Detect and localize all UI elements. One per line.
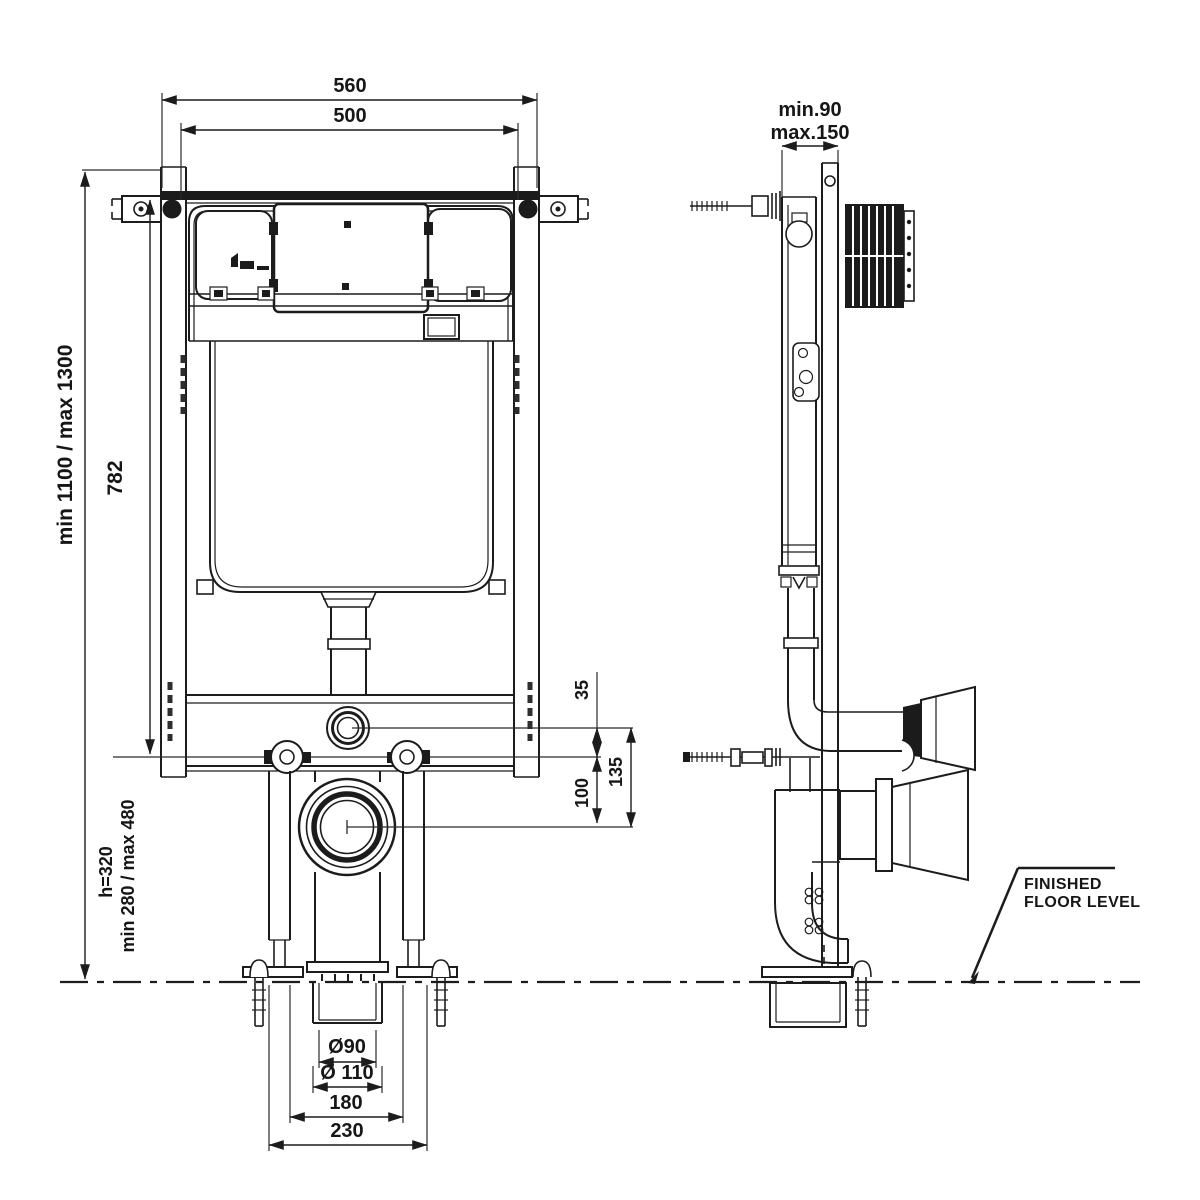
- front-view: 560 500 min 1100 / max 1300 782 h=320 mi…: [54, 75, 636, 1151]
- fixing-bolt-icon: [518, 199, 538, 219]
- access-panel: [272, 202, 430, 314]
- dim-label-min90: min.90: [778, 99, 841, 121]
- frame-leg-left: [268, 771, 291, 967]
- dim-outlet-height: h=320 min 280 / max 480: [96, 799, 138, 952]
- soil-pipe-down: [306, 872, 389, 1024]
- dim-label-h320: h=320: [96, 846, 116, 898]
- cistern-tank: [196, 341, 506, 595]
- dim-outlet-dia-90: Ø90: [318, 1030, 377, 1068]
- panel-clip: [424, 222, 433, 235]
- dim-label-height-range: min 1100 / max 1300: [54, 345, 77, 546]
- flange-bolt: [209, 286, 228, 301]
- dim-label-500: 500: [333, 105, 366, 127]
- flange-bolt: [466, 286, 485, 301]
- dim-label-135: 135: [606, 757, 626, 787]
- flush-pipe: [319, 591, 378, 695]
- adjustment-bolts: [804, 887, 824, 935]
- flush-plate-housing: [845, 204, 915, 308]
- dim-label-782: 782: [104, 460, 127, 495]
- inlet-valve-icon: [785, 220, 813, 248]
- dim-label-180: 180: [329, 1092, 362, 1114]
- dim-flush-offsets: 35 100 135: [572, 672, 636, 828]
- dim-label-230: 230: [330, 1120, 363, 1142]
- dim-cistern-height: 782: [104, 199, 155, 755]
- flange-bolt: [421, 286, 439, 301]
- flush-cone-connector: [920, 685, 976, 772]
- brand-logo: [231, 253, 269, 270]
- dim-label-dia110: Ø 110: [320, 1062, 373, 1084]
- water-inlet-connection: [690, 191, 781, 221]
- dim-label-dia90: Ø90: [328, 1036, 366, 1058]
- floor-label-line2: FLOOR LEVEL: [1024, 894, 1140, 911]
- panel-clip: [269, 279, 278, 292]
- dim-label-35: 35: [572, 680, 592, 700]
- overflow-window: [423, 314, 460, 340]
- dim-outlet-dia-110: Ø 110: [312, 1062, 383, 1093]
- wall-bracket-right: [518, 195, 589, 223]
- dim-label-560: 560: [333, 75, 366, 97]
- side-foot: [761, 960, 872, 1028]
- pan-fixing-right: [387, 740, 430, 774]
- dim-label-max150: max.150: [771, 122, 850, 144]
- dim-overall-width: 560: [161, 75, 538, 188]
- frame-right-rail: [513, 166, 540, 778]
- panel-clip: [424, 279, 433, 292]
- wall-bracket-left: [111, 195, 182, 223]
- floor-level-callout: FINISHED FLOOR LEVEL: [968, 866, 1140, 984]
- side-flush-pipe: [783, 588, 976, 772]
- flush-elbow-socket: [326, 706, 370, 750]
- side-soil-branch: [789, 758, 969, 882]
- cistern-flange-band: [189, 286, 513, 307]
- dim-depth-range: min.90 max.150: [771, 99, 850, 200]
- lower-cross-member: [186, 694, 514, 772]
- panel-clip: [269, 222, 278, 235]
- flush-mechanism: [792, 342, 820, 402]
- foot-plate-left: [242, 959, 304, 1027]
- side-view: min.90 max.150: [683, 99, 1140, 1028]
- dim-leg-inner: 180: [289, 985, 404, 1123]
- pan-cone-connector: [891, 768, 969, 882]
- dim-label-outlet-range: min 280 / max 480: [118, 799, 138, 952]
- frame-top-rail: [161, 191, 539, 200]
- frame-left-rail: [160, 166, 187, 778]
- floor-label-line1: FINISHED: [1024, 876, 1102, 893]
- pipe-coupling: [327, 638, 371, 650]
- side-fixing-rod: [683, 748, 820, 767]
- side-panel-left: [195, 210, 273, 300]
- dim-label-100: 100: [572, 778, 592, 808]
- dim-inner-width: 500: [180, 105, 519, 200]
- dim-leg-outer: 230: [268, 985, 428, 1151]
- fixing-bolt-icon: [162, 199, 182, 219]
- pan-fixing-left: [264, 740, 311, 774]
- dim-height-range: min 1100 / max 1300: [54, 169, 161, 980]
- flange-bolt: [257, 286, 275, 301]
- frame-leg-right: [402, 771, 425, 967]
- foot-plate-right: [396, 959, 458, 1027]
- side-cistern: [778, 196, 820, 590]
- side-frame-rail: [821, 162, 839, 967]
